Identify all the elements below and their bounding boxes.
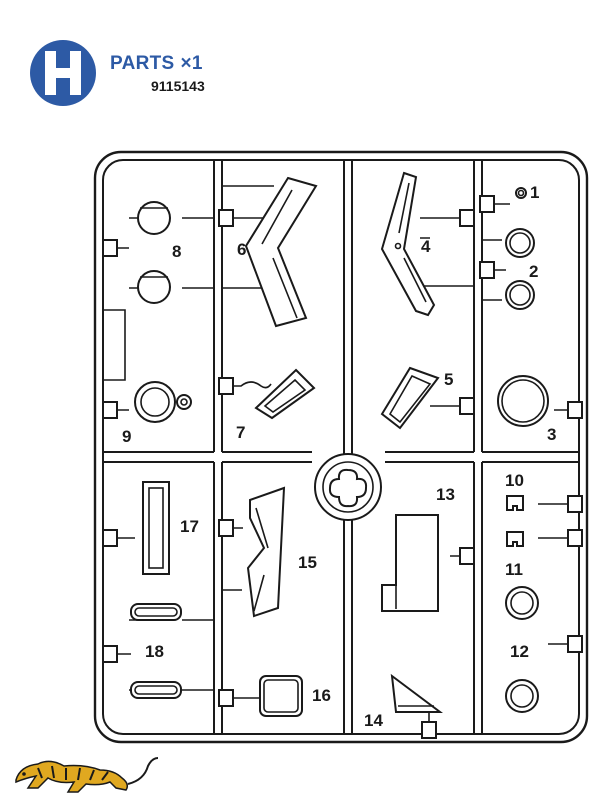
label-part-15: 15 xyxy=(298,553,317,572)
part-11 xyxy=(505,586,539,620)
label-part-13: 13 xyxy=(436,485,455,504)
part-2 xyxy=(505,228,535,310)
part-6 xyxy=(244,176,318,328)
label-part-9: 9 xyxy=(122,427,131,446)
label-part-17: 17 xyxy=(180,517,199,536)
label-part-18: 18 xyxy=(145,642,164,661)
part-13 xyxy=(381,514,439,612)
label-part-16: 16 xyxy=(312,686,331,705)
part-10 xyxy=(506,495,524,547)
parts-title: PARTS xyxy=(110,53,175,74)
label-part-10: 10 xyxy=(505,471,524,490)
sprue-stubs xyxy=(103,185,568,722)
sprue-code: 9115143 xyxy=(151,78,205,94)
label-part-11: 11 xyxy=(505,560,523,579)
part-9 xyxy=(134,381,192,423)
parts-heading: PARTS×1 xyxy=(110,53,203,75)
part-12 xyxy=(505,679,539,713)
part-1 xyxy=(515,187,527,199)
part-8 xyxy=(137,201,171,304)
part-16 xyxy=(259,675,303,717)
sprue-outer-frame xyxy=(93,150,589,744)
label-part-6: 6 xyxy=(237,240,246,259)
label-part-7: 7 xyxy=(236,423,245,442)
part-4 xyxy=(380,171,436,317)
part-18 xyxy=(130,603,182,699)
part-3 xyxy=(497,375,549,427)
label-part-4: 4 xyxy=(421,237,431,256)
label-part-12: 12 xyxy=(510,642,529,661)
sprue-runners xyxy=(103,160,579,734)
part-labels: 1 2 3 4 5 6 7 8 9 10 11 12 13 14 15 16 1… xyxy=(122,183,556,730)
part-7 xyxy=(254,368,316,420)
h-sprue-badge-icon xyxy=(30,40,96,106)
part-15 xyxy=(246,486,286,618)
label-part-8: 8 xyxy=(172,242,181,261)
tiger-logo-icon xyxy=(15,757,159,793)
label-part-1: 1 xyxy=(530,183,539,202)
sprue-center-hub xyxy=(314,453,382,521)
parts-quantity: ×1 xyxy=(180,53,203,74)
label-part-3: 3 xyxy=(547,425,556,444)
label-part-2: 2 xyxy=(529,262,538,281)
sprue-gates xyxy=(102,195,583,739)
label-part-5: 5 xyxy=(444,370,453,389)
label-part-14: 14 xyxy=(364,711,383,730)
part-17 xyxy=(142,481,170,575)
part-14 xyxy=(390,673,443,713)
sprue-inner-frame xyxy=(102,159,580,735)
part-5 xyxy=(380,366,440,430)
